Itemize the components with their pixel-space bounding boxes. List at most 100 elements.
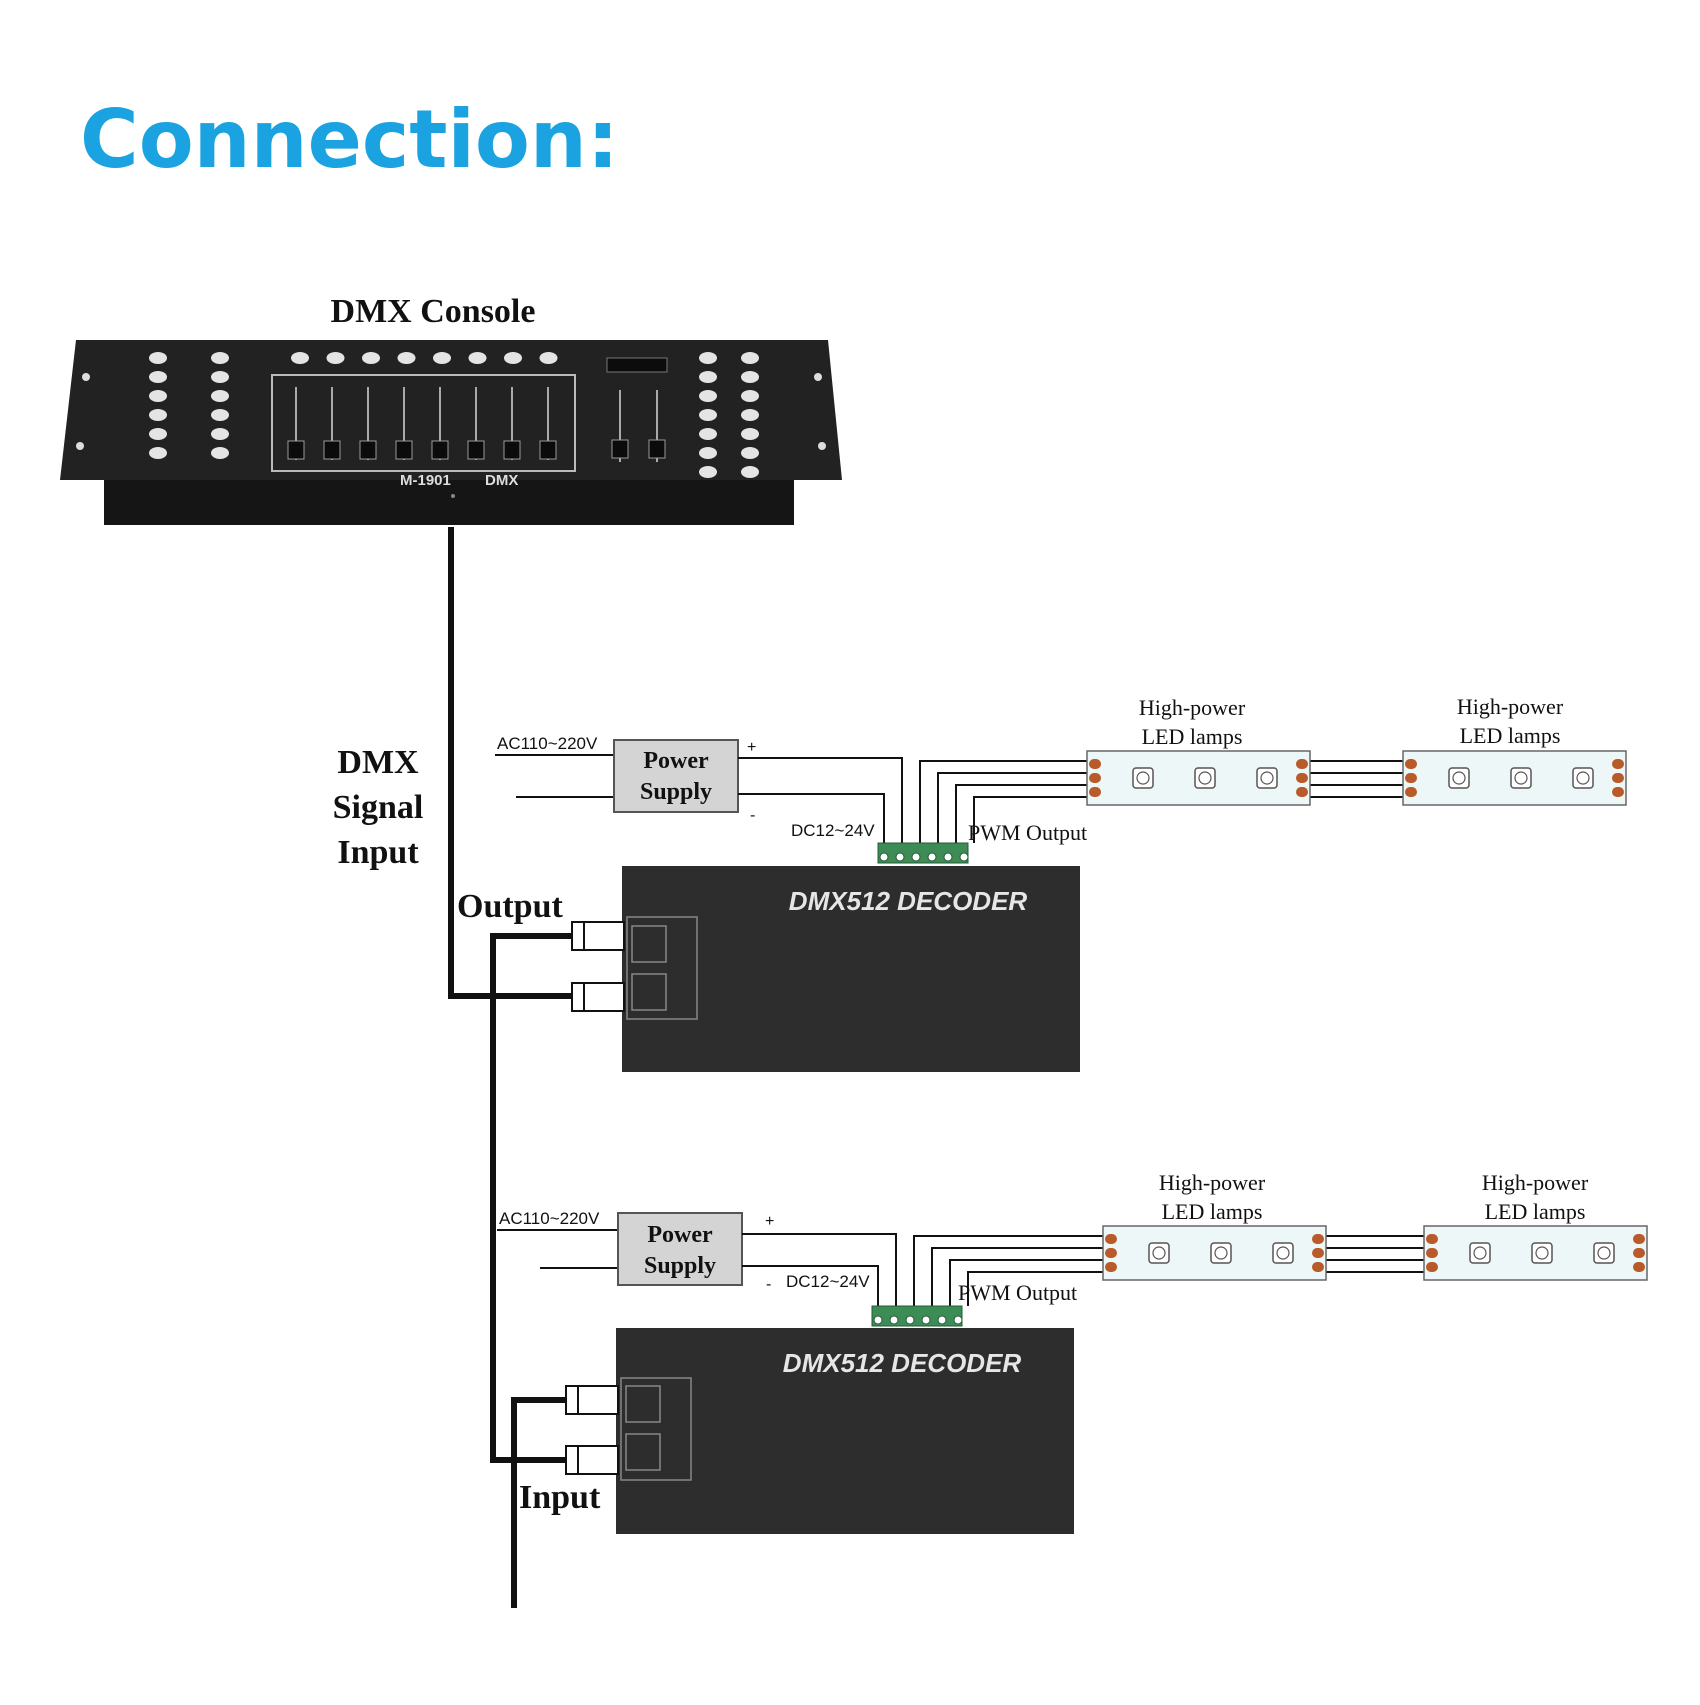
- terminal-screw: [889, 1315, 899, 1325]
- input-label: Input: [519, 1479, 601, 1516]
- pwm-output-label: PWM Output: [958, 1280, 1077, 1305]
- terminal-block: [877, 842, 969, 864]
- wire-minus: [742, 1265, 879, 1306]
- console-button: [699, 447, 717, 459]
- solder-pad: [1089, 759, 1101, 769]
- console-button: [699, 390, 717, 402]
- plus-label: +: [765, 1213, 774, 1230]
- solder-pad: [1633, 1248, 1645, 1258]
- output-label: Output: [457, 888, 563, 925]
- plug-body: [565, 1385, 619, 1415]
- wire-plus: [742, 1233, 897, 1306]
- power-supply-line2: Supply: [640, 779, 712, 805]
- console-button: [149, 428, 167, 440]
- terminal-housing: [877, 842, 969, 864]
- signal-label-line2: Signal: [333, 789, 424, 826]
- console-button: [149, 447, 167, 459]
- dmx-cable: [448, 527, 572, 1608]
- minus-label: -: [766, 1276, 771, 1293]
- scene-button: [504, 352, 522, 364]
- lamp2-label-line1: High-power: [1457, 694, 1564, 719]
- console-button: [699, 466, 717, 478]
- fader-knob: [467, 440, 485, 460]
- fader-knob: [359, 440, 377, 460]
- console-button: [149, 371, 167, 383]
- led-lens: [1514, 771, 1528, 785]
- solder-pad: [1426, 1262, 1438, 1272]
- rj45-panel: [620, 1377, 692, 1481]
- rj45-port-bottom: [625, 1433, 661, 1471]
- console-buttons: [149, 352, 759, 478]
- fader-panel: [271, 374, 576, 472]
- solder-pad: [1633, 1262, 1645, 1272]
- lamp1-label-line2: LED lamps: [1162, 1199, 1263, 1224]
- led-lens: [1260, 771, 1274, 785]
- terminal-screw: [927, 852, 937, 862]
- minus-label: -: [750, 807, 755, 824]
- led-lens: [1136, 771, 1150, 785]
- led-lens: [1214, 1246, 1228, 1260]
- console-button: [149, 409, 167, 421]
- power-supply: [613, 739, 739, 813]
- console-button: [211, 390, 229, 402]
- master-fader-knob: [611, 439, 629, 459]
- solder-pad: [1089, 787, 1101, 797]
- console-master-faders: [611, 390, 666, 462]
- power-wires: [742, 1233, 897, 1306]
- power-supply-line1: Power: [647, 1222, 713, 1248]
- scene-button: [291, 352, 309, 364]
- scene-button: [539, 352, 558, 364]
- pwm-wire-2: [937, 772, 1087, 843]
- led-chip: [1531, 1242, 1553, 1264]
- fader-knob: [539, 440, 557, 460]
- lamp1-label-line1: High-power: [1139, 695, 1246, 720]
- solder-pad: [1426, 1248, 1438, 1258]
- terminal-screw: [943, 852, 953, 862]
- terminal-screw: [873, 1315, 883, 1325]
- rj45-plug-input: [565, 1445, 619, 1475]
- led-lens: [1276, 1246, 1290, 1260]
- solder-pad: [1312, 1234, 1324, 1244]
- solder-pad: [1089, 773, 1101, 783]
- terminal-screw: [879, 852, 889, 862]
- solder-pad: [1612, 773, 1624, 783]
- fader-knob: [431, 440, 449, 460]
- pwm-wire-1: [913, 1235, 1103, 1306]
- pwm-wires: [919, 760, 1087, 843]
- led-chip: [1510, 767, 1532, 789]
- power-supply: [617, 1212, 743, 1286]
- pwm-wire-1: [919, 760, 1087, 843]
- fader-knob: [287, 440, 305, 460]
- solder-pad: [1296, 787, 1308, 797]
- led-lens: [1452, 771, 1466, 785]
- console-button: [741, 466, 759, 478]
- scene-button: [433, 352, 451, 364]
- console-button: [699, 428, 717, 440]
- decoder-label: DMX512 DECODER: [783, 1348, 1022, 1378]
- console-button: [741, 352, 759, 364]
- solder-pad: [1633, 1234, 1645, 1244]
- solder-pad: [1105, 1234, 1117, 1244]
- ac-input-label: AC110~220V: [499, 1209, 600, 1228]
- rj45-port-top: [631, 925, 667, 963]
- power-supply-line1: Power: [643, 748, 709, 774]
- led-chip: [1256, 767, 1278, 789]
- scene-button: [397, 352, 416, 364]
- power-wires: [738, 757, 903, 843]
- terminal-block: [871, 1305, 963, 1327]
- scene-button: [468, 352, 487, 364]
- rj45-port-bottom: [631, 973, 667, 1011]
- rj45-plug-output: [565, 1385, 619, 1415]
- rack-hole-right-bottom: [818, 442, 826, 450]
- signal-label-line3: Input: [337, 834, 419, 871]
- terminal-screw: [953, 1315, 963, 1325]
- ac-input-label: AC110~220V: [497, 734, 598, 753]
- console-button: [741, 390, 759, 402]
- led-chip: [1148, 1242, 1170, 1264]
- decoder-unit-2: AC110~220V Power Supply + - DC12~24V PWM…: [497, 1170, 1648, 1534]
- rj45-panel: [626, 916, 698, 1020]
- console-button: [149, 352, 167, 364]
- strip-link-wires: [1310, 760, 1403, 798]
- console-lower-body: [104, 480, 794, 525]
